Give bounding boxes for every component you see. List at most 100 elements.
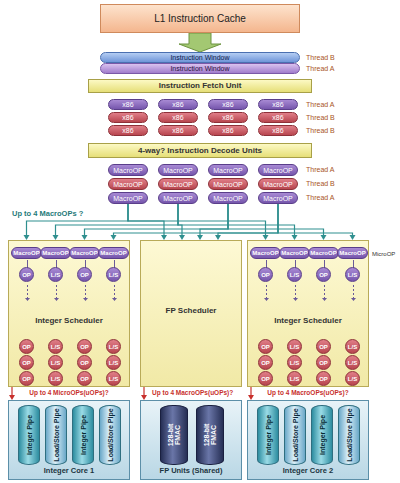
node-text: Load/Store Pipe bbox=[292, 408, 299, 461]
node-text: Instruction Fetch Unit bbox=[159, 82, 242, 90]
arrow-head bbox=[351, 298, 356, 301]
dispatch-line bbox=[228, 204, 324, 236]
node-text: OP bbox=[80, 376, 89, 382]
node-text: MacroOP bbox=[42, 250, 68, 256]
fmac-cylinder: 128-bit FMAC bbox=[196, 405, 224, 465]
node-text: x86 bbox=[272, 101, 283, 108]
thread-label: Thread B bbox=[306, 112, 335, 123]
op-pill: x86 bbox=[258, 99, 298, 110]
arrow-head bbox=[54, 298, 59, 301]
op-pill: MacroOP bbox=[258, 192, 298, 204]
issue-line bbox=[143, 387, 144, 396]
op-circle: OP bbox=[77, 339, 92, 354]
op-pill: MacroOP bbox=[108, 178, 148, 190]
issue-line bbox=[250, 387, 251, 396]
arrow-head bbox=[322, 298, 327, 301]
node-text: Load/Store Pipe bbox=[107, 408, 114, 461]
op-pill: MacroOP bbox=[258, 178, 298, 190]
node-text: x86 bbox=[172, 101, 183, 108]
node-text: MacroOP bbox=[213, 167, 243, 174]
op-circle: OP bbox=[19, 371, 34, 386]
op-circle: L/S bbox=[287, 371, 302, 386]
node-text: OP bbox=[80, 272, 89, 278]
node-text: x86 bbox=[122, 101, 133, 108]
op-pill: MacroOP bbox=[258, 164, 298, 176]
node-text: OP bbox=[22, 344, 31, 350]
node-text: x86 bbox=[222, 114, 233, 121]
node-text: 128-bit FMAC bbox=[203, 419, 218, 451]
op-pill: MacroOP bbox=[98, 247, 129, 259]
op-pill: x86 bbox=[108, 112, 148, 123]
op-pill: MacroOP bbox=[250, 247, 281, 259]
core-panel: Integer Core 2 Integer Pipe Load/Store Pip… bbox=[247, 400, 369, 480]
op-pill: MacroOP bbox=[279, 247, 310, 259]
op-circle: L/S bbox=[287, 355, 302, 370]
scheduler-panel: FP Scheduler bbox=[140, 240, 242, 387]
node-text: MacroOP bbox=[213, 181, 243, 188]
dispatch-line bbox=[200, 204, 228, 236]
node-text: MacroOP bbox=[100, 250, 126, 256]
window-bar: Instruction Window bbox=[100, 52, 300, 63]
op-pill: MacroOP bbox=[208, 178, 248, 190]
dispatch-line bbox=[27, 204, 129, 236]
node-text: OP bbox=[319, 376, 328, 382]
core-panel: FP Units (Shared) 128-bit FMAC 128-bit FMA… bbox=[140, 400, 242, 480]
arrow-head bbox=[25, 298, 30, 301]
node-text: OP bbox=[80, 360, 89, 366]
connector bbox=[248, 387, 254, 400]
connector bbox=[215, 204, 278, 240]
dispatch-line bbox=[85, 204, 229, 236]
thread-label: Thread A bbox=[306, 192, 334, 204]
node-text: OP bbox=[261, 360, 270, 366]
node-text: MacroOP bbox=[13, 250, 39, 256]
node-text: FP Scheduler bbox=[141, 307, 241, 315]
pipe-cylinder: Integer Pipe bbox=[311, 405, 333, 465]
node-text: Integer Pipe bbox=[26, 415, 33, 455]
op-pill: MacroOP bbox=[108, 192, 148, 204]
node-text: x86 bbox=[222, 101, 233, 108]
op-circle: L/S bbox=[345, 267, 360, 282]
issue-arrow bbox=[295, 285, 296, 298]
thread-label: Thread B bbox=[306, 125, 335, 136]
arrow-head bbox=[112, 298, 117, 301]
dispatch-line bbox=[278, 204, 353, 236]
op-circle: OP bbox=[258, 339, 273, 354]
op-circle: L/S bbox=[287, 267, 302, 282]
node-text: MacroOP bbox=[263, 181, 293, 188]
node-text: FP Units (Shared) bbox=[141, 467, 241, 475]
op-circle: OP bbox=[19, 339, 34, 354]
node-text: x86 bbox=[272, 127, 283, 134]
connector bbox=[111, 204, 279, 240]
op-circle: OP bbox=[77, 355, 92, 370]
node-text: OP bbox=[319, 272, 328, 278]
op-pill: MacroOP bbox=[158, 164, 198, 176]
node-text: MacroOP bbox=[213, 195, 243, 202]
connector bbox=[178, 204, 185, 240]
node-text: OP bbox=[261, 272, 270, 278]
node-text: L/S bbox=[109, 376, 118, 382]
node-text: OP bbox=[22, 272, 31, 278]
edge-label: Up to 4 MacroOPs(uOPs)? bbox=[265, 390, 350, 397]
op-pill: MacroOP bbox=[69, 247, 100, 259]
node-text: L/S bbox=[290, 360, 299, 366]
node-text: MacroOP bbox=[113, 181, 143, 188]
cache-block: L1 Instruction Cache bbox=[100, 4, 300, 33]
node-text: L/S bbox=[51, 360, 60, 366]
thread-label: Thread A bbox=[306, 99, 334, 110]
node-text: Load/Store Pipe bbox=[53, 408, 60, 461]
op-circle: L/S bbox=[106, 355, 121, 370]
node-text: 128-bit FMAC bbox=[167, 419, 182, 451]
op-circle: L/S bbox=[345, 339, 360, 354]
dispatch-line bbox=[178, 204, 295, 236]
edge-label: Up to 4 MicroOPs(uOPs)? bbox=[27, 390, 110, 397]
node-text: Integer Scheduler bbox=[248, 317, 368, 325]
node-text: OP bbox=[22, 376, 31, 382]
arrow-head bbox=[264, 298, 269, 301]
op-circle: OP bbox=[258, 267, 273, 282]
node-text: x86 bbox=[122, 114, 133, 121]
node-text: Integer Core 2 bbox=[248, 467, 368, 475]
node-text: MacroOP bbox=[263, 167, 293, 174]
node-text: L/S bbox=[290, 272, 299, 278]
node-text: OP bbox=[22, 360, 31, 366]
node-text: MacroOP bbox=[263, 195, 293, 202]
